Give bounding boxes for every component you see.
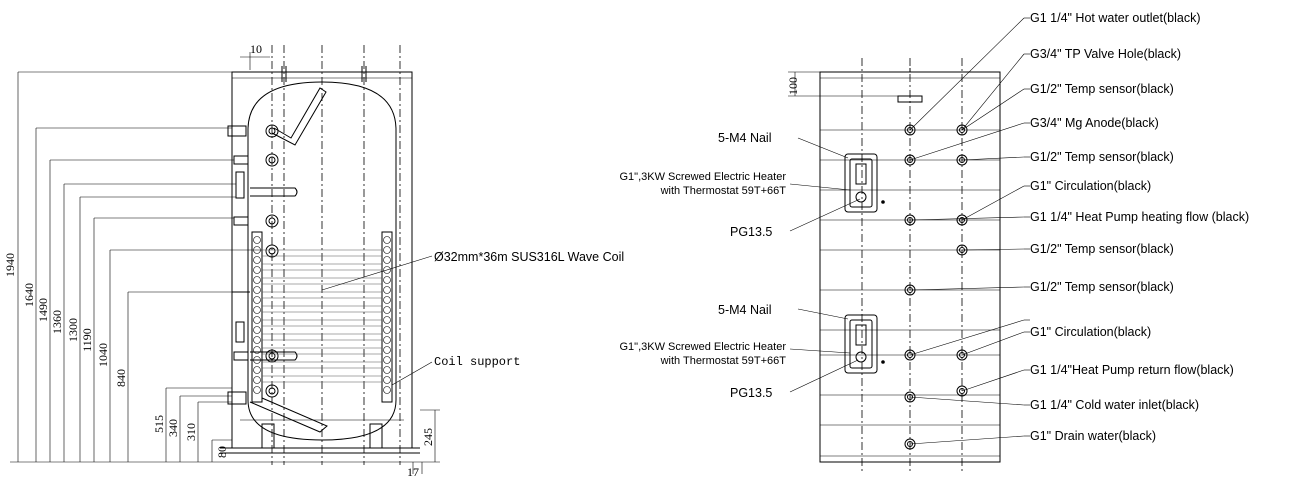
heater-lower-label-2: with Thermostat 59T+66T	[660, 355, 787, 367]
dim-1940: 1940	[3, 253, 17, 277]
port-label-return-flow: G1 1/4"Heat Pump return flow(black)	[1030, 363, 1234, 377]
pg-lower-label: PG13.5	[730, 386, 772, 400]
dim-515: 515	[152, 415, 166, 433]
pg-upper-label: PG13.5	[730, 225, 772, 239]
heater-upper-label-1: G1",3KW Screwed Electric Heater	[619, 171, 786, 183]
port-label-hot-water-outlet: G1 1/4" Hot water outlet(black)	[1030, 11, 1200, 25]
heater-upper	[844, 153, 885, 213]
port-label-temp-sensor-2: G1/2" Temp sensor(black)	[1030, 150, 1174, 164]
heater-upper-label-2: with Thermostat 59T+66T	[660, 185, 787, 197]
port-label-mg-anode: G3/4" Mg Anode(black)	[1030, 116, 1159, 130]
heater-lower	[844, 314, 885, 374]
dim-245: 245	[421, 428, 435, 446]
nail-lower-label: 5-M4 Nail	[718, 303, 772, 317]
dim-10: 10	[250, 42, 262, 56]
nail-upper-label: 5-M4 Nail	[718, 131, 772, 145]
side-inner-tank	[247, 81, 397, 441]
dim-1490: 1490	[36, 298, 50, 322]
dim-1190: 1190	[80, 328, 94, 352]
side-view: 1940 1640 1490 1360 1300 1190 1040 840 5…	[3, 42, 624, 479]
dim-310: 310	[184, 423, 198, 441]
dim-100: 100	[786, 77, 800, 95]
dim-17: 17	[407, 465, 419, 479]
port-label-temp-sensor-4: G1/2" Temp sensor(black)	[1030, 280, 1174, 294]
front-view: 100	[619, 11, 1249, 472]
port-label-drain-water: G1" Drain water(black)	[1030, 429, 1156, 443]
port-label-temp-sensor-3: G1/2" Temp sensor(black)	[1030, 242, 1174, 256]
heater-lower-label-1: G1",3KW Screwed Electric Heater	[619, 341, 786, 353]
port-label-temp-sensor-1: G1/2" Temp sensor(black)	[1030, 82, 1174, 96]
port-label-tp-valve: G3/4" TP Valve Hole(black)	[1030, 47, 1181, 61]
dim-1360: 1360	[50, 310, 64, 334]
port-label-heating-flow: G1 1/4" Heat Pump heating flow (black)	[1030, 210, 1249, 224]
coil-label: Ø32mm*36m SUS316L Wave Coil	[434, 250, 624, 264]
port-label-circulation-2: G1" Circulation(black)	[1030, 325, 1151, 339]
port-label-circulation-1: G1" Circulation(black)	[1030, 179, 1151, 193]
dim-1040: 1040	[96, 343, 110, 367]
dim-1300: 1300	[66, 318, 80, 342]
dim-340: 340	[166, 419, 180, 437]
dim-840: 840	[114, 369, 128, 387]
dim-1640: 1640	[22, 283, 36, 307]
dim-80: 80	[215, 446, 229, 458]
coil-support-label: Coil support	[434, 355, 520, 369]
port-label-cold-water-inlet: G1 1/4" Cold water inlet(black)	[1030, 398, 1199, 412]
